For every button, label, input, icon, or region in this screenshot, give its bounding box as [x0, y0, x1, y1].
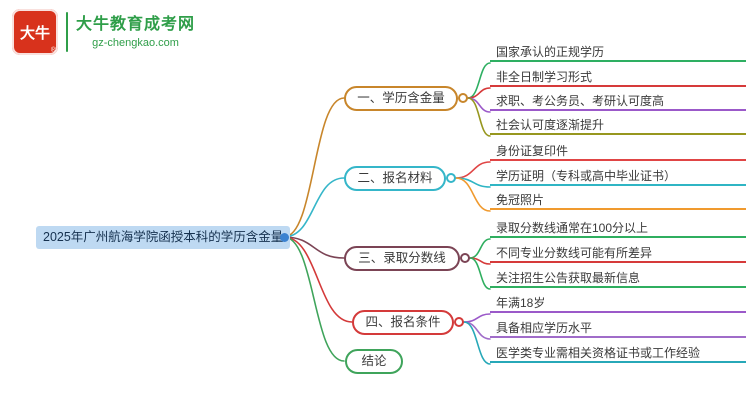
- leaf-node[interactable]: 学历证明（专科或高中毕业证书）: [490, 167, 746, 186]
- leaf-node[interactable]: 身份证复印件: [490, 142, 746, 161]
- leaf-node[interactable]: 录取分数线通常在100分以上: [490, 219, 746, 238]
- site-url[interactable]: gz-chengkao.com: [92, 37, 179, 49]
- logo-mark-text: 大牛: [19, 24, 50, 42]
- branch-node-5[interactable]: 结论: [345, 349, 403, 374]
- collapse-handle-2[interactable]: [446, 173, 456, 183]
- collapse-handle-4[interactable]: [454, 317, 464, 327]
- central-topic[interactable]: 2025年广州航海学院函授本科的学历含金量: [36, 226, 291, 249]
- registered-trademark: ®: [50, 47, 56, 54]
- leaf-node[interactable]: 非全日制学习形式: [490, 68, 746, 87]
- branch-node-1[interactable]: 一、学历含金量: [344, 86, 458, 111]
- connector-branch1-leaf-4: [467, 97, 491, 137]
- site-name: 大牛教育成考网: [76, 16, 196, 33]
- leaf-node[interactable]: 社会认可度逐渐提升: [490, 116, 746, 135]
- branch-node-3[interactable]: 三、录取分数线: [344, 246, 460, 271]
- logo-text-block: 大牛教育成考网 gz-chengkao.com: [76, 15, 195, 49]
- connector-root-branch-1: [283, 97, 345, 238]
- leaf-node[interactable]: 不同专业分数线可能有所差异: [490, 244, 746, 263]
- connector-branch4-leaf-1: [463, 313, 491, 323]
- leaf-node[interactable]: 年满18岁: [490, 294, 746, 313]
- connector-branch3-leaf-3: [469, 257, 491, 290]
- connector-branch4-leaf-3: [463, 321, 491, 365]
- connector-branch2-leaf-3: [455, 177, 491, 212]
- root-anchor-dot[interactable]: [280, 233, 289, 242]
- connector-root-branch-2: [283, 177, 345, 238]
- leaf-node[interactable]: 国家承认的正规学历: [490, 43, 746, 62]
- branch-node-2[interactable]: 二、报名材料: [344, 166, 446, 191]
- connector-root-branch-4: [283, 236, 353, 323]
- logo-mark: 大牛 ®: [12, 9, 58, 55]
- branch-node-4[interactable]: 四、报名条件: [352, 310, 454, 335]
- collapse-handle-3[interactable]: [460, 253, 470, 263]
- leaf-node[interactable]: 免冠照片: [490, 191, 746, 210]
- leaf-node[interactable]: 关注招生公告获取最新信息: [490, 269, 746, 288]
- collapse-handle-1[interactable]: [458, 93, 468, 103]
- leaf-node[interactable]: 医学类专业需相关资格证书或工作经验: [490, 344, 746, 363]
- leaf-node[interactable]: 求职、考公务员、考研认可度高: [490, 92, 746, 111]
- leaf-node[interactable]: 具备相应学历水平: [490, 319, 746, 338]
- connector-branch2-leaf-1: [455, 161, 491, 179]
- connector-root-branch-3: [283, 236, 345, 259]
- connector-root-branch-5: [283, 236, 345, 362]
- connector-branch4-leaf-2: [463, 321, 491, 340]
- connector-branch3-leaf-1: [469, 238, 491, 259]
- site-logo[interactable]: 大牛 ® 大牛教育成考网 gz-chengkao.com: [12, 9, 195, 55]
- logo-divider: [66, 12, 68, 52]
